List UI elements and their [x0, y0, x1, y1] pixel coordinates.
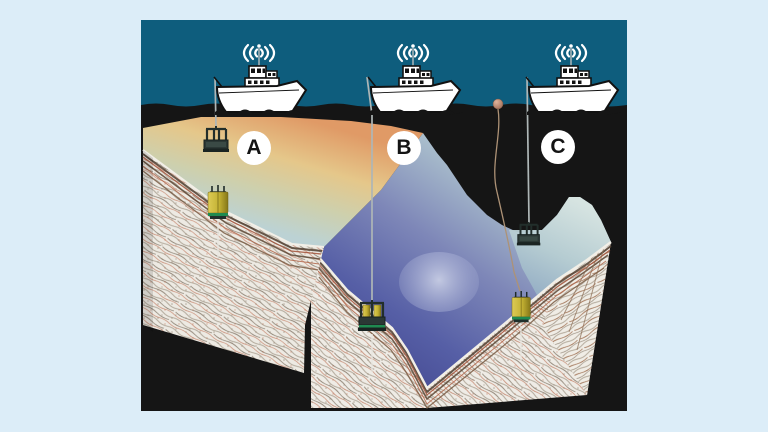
- instrument-frame-c: [516, 222, 541, 246]
- scenario-label-a: A: [237, 131, 271, 165]
- scenario-label-b: B: [387, 131, 421, 165]
- radio-waves-icon: [554, 43, 588, 63]
- radio-waves-icon: [242, 43, 276, 63]
- ocean-bottom-instrument-a: [207, 185, 229, 219]
- radio-waves-icon: [396, 43, 430, 63]
- research-vessel-a: [213, 43, 309, 115]
- buoy-mooring-line: [494, 108, 521, 292]
- hull: [527, 79, 620, 113]
- research-vessel-c: [525, 43, 621, 115]
- seismic-right-wedge: [543, 242, 611, 395]
- seafloor-deployment-figure: A B C: [141, 20, 627, 411]
- hull: [369, 79, 462, 113]
- hull: [215, 79, 308, 113]
- instrument-frame-b: [358, 300, 386, 331]
- scenario-label-c: C: [541, 130, 575, 164]
- seismic-cross-section-left: [142, 149, 325, 373]
- ridge-surface: [509, 197, 611, 295]
- surface-buoy-icon: [492, 98, 504, 110]
- instrument-frame-a: [203, 126, 229, 152]
- bathymetry-basin-surface: [317, 133, 611, 388]
- figure-artwork: [141, 20, 627, 411]
- sensor-lines: [217, 221, 522, 372]
- seamount: [399, 252, 479, 312]
- research-vessel-b: [367, 43, 463, 115]
- ocean-bottom-instrument-c: [511, 291, 531, 323]
